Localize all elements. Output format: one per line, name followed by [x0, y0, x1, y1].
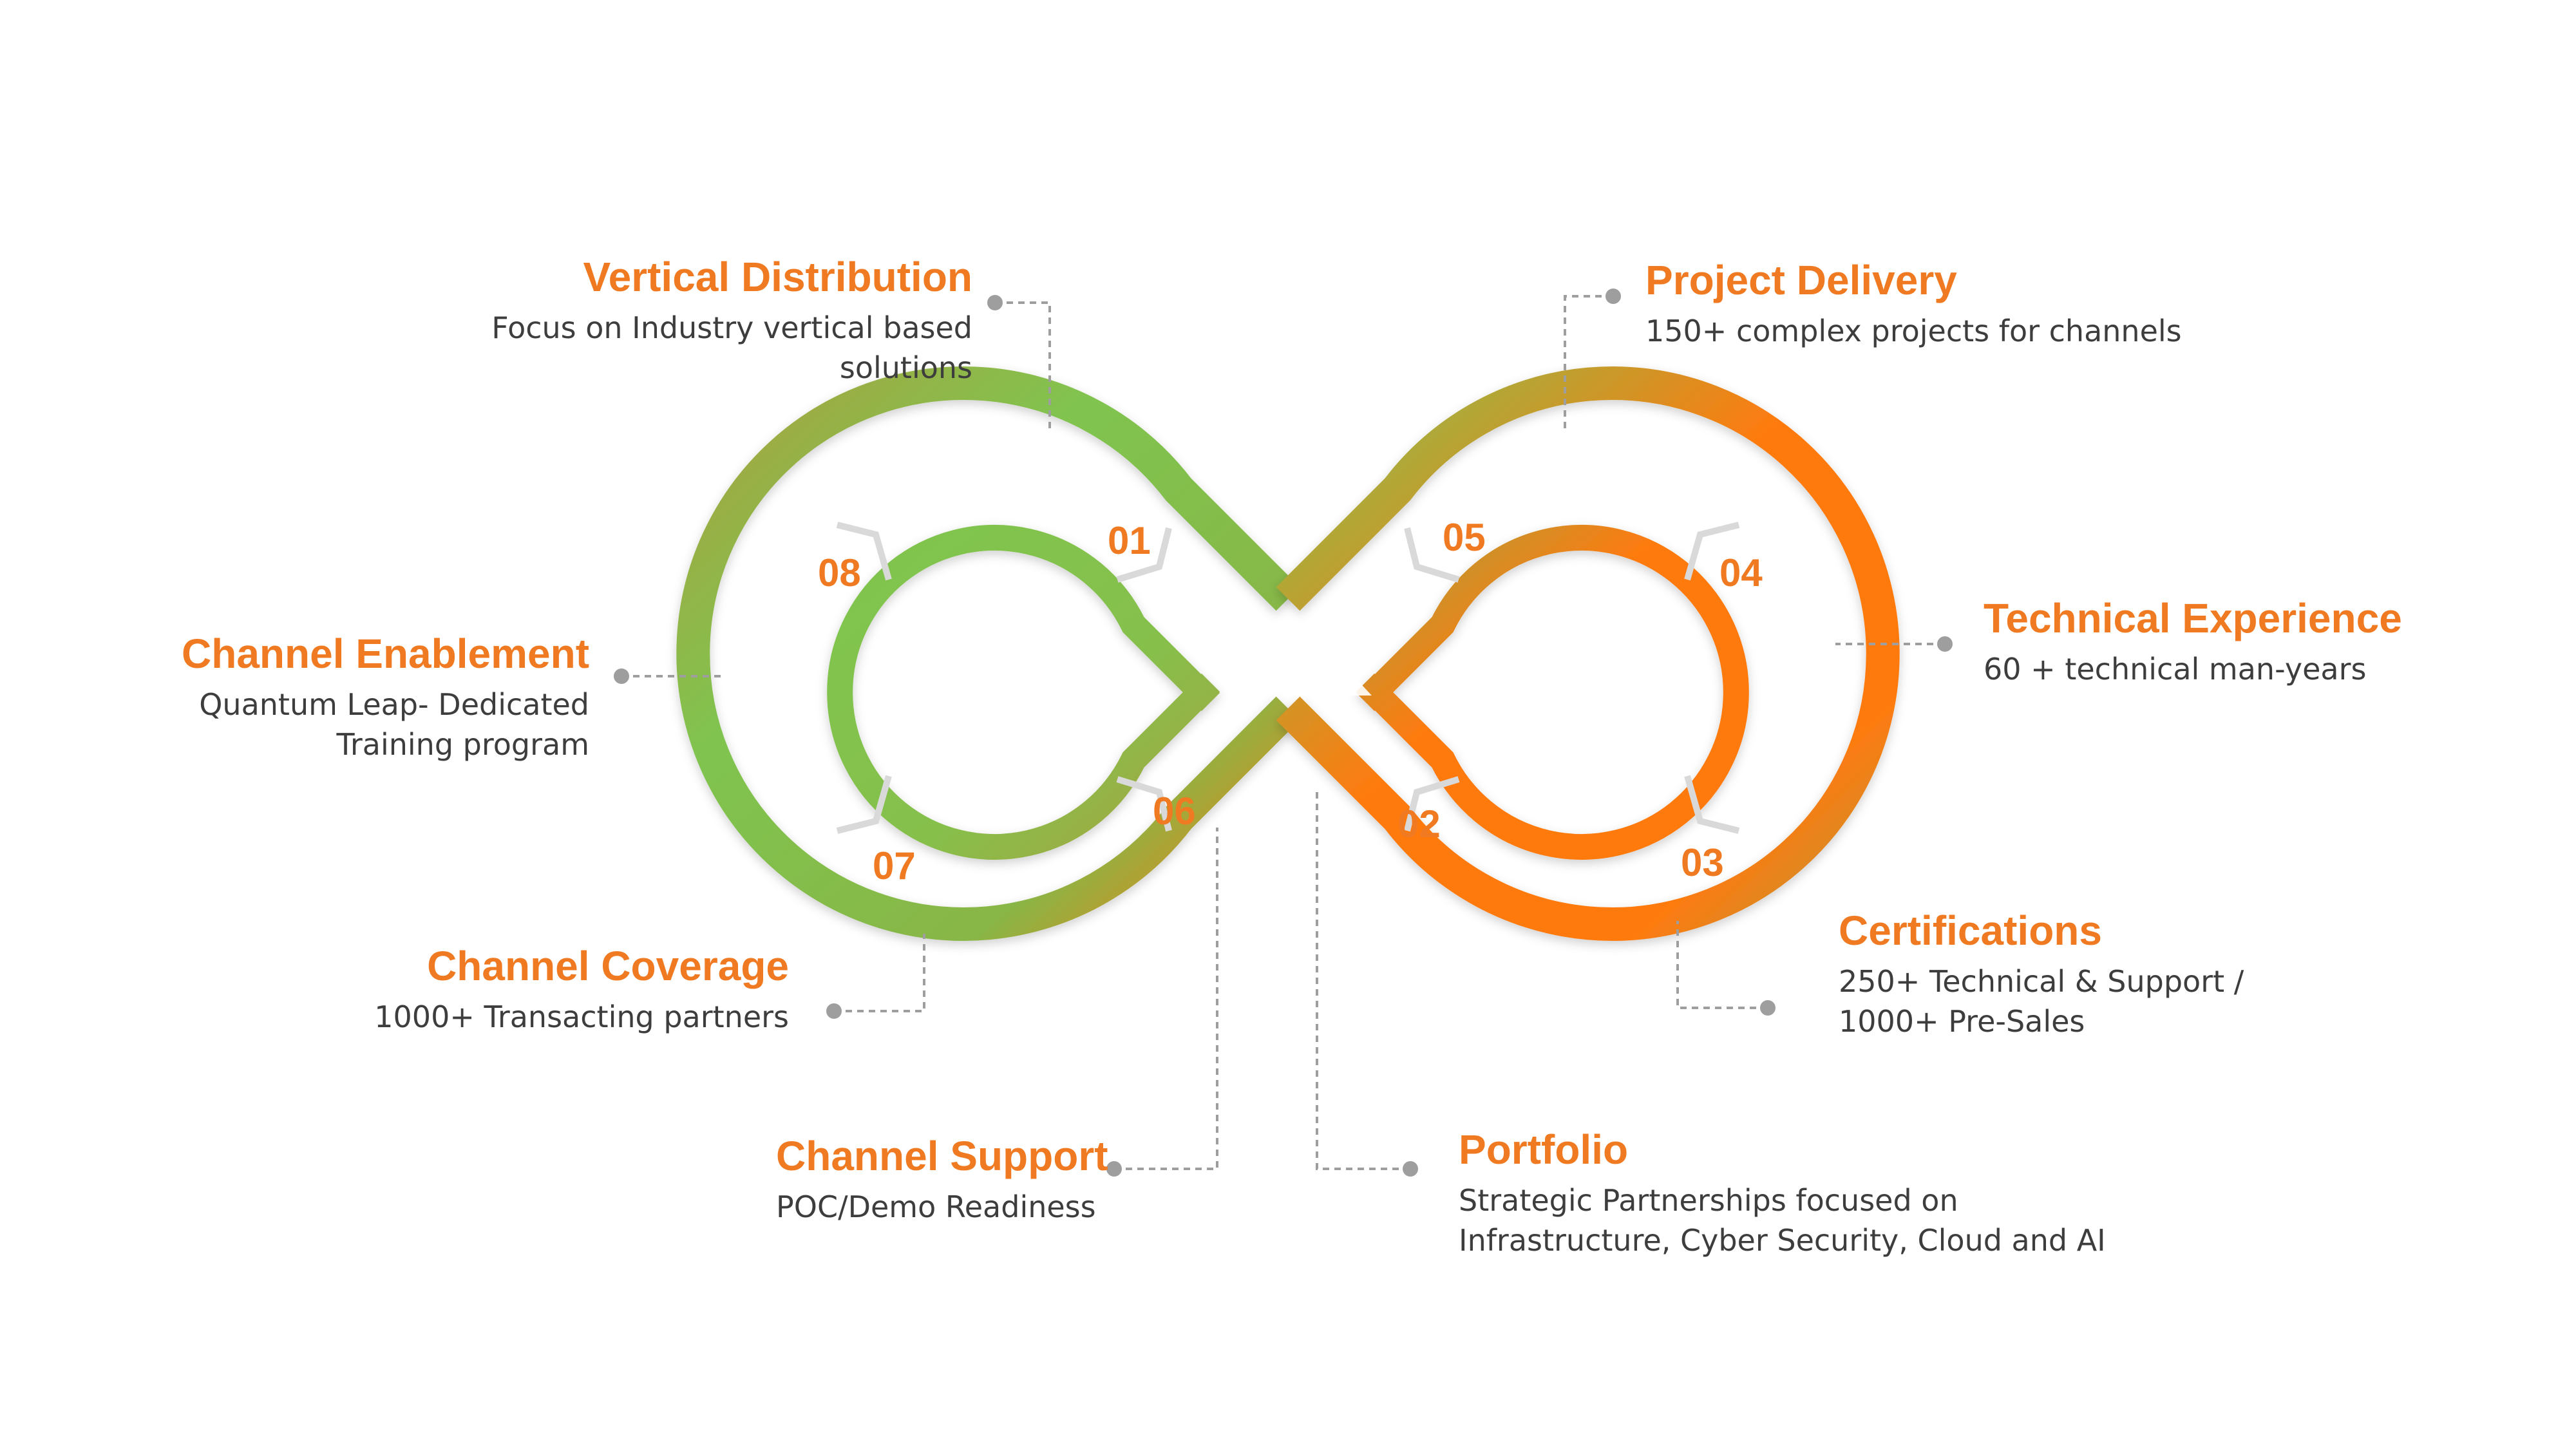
item-desc: Strategic Partnerships focused on Infras…	[1459, 1180, 2106, 1260]
connector-01	[995, 301, 1051, 431]
number-06: 06	[1153, 790, 1196, 833]
item-desc-line: Focus on Industry vertical based	[491, 310, 972, 345]
number-03: 03	[1681, 841, 1724, 884]
item-technical-experience: Technical Experience 60 + technical man-…	[1984, 592, 2402, 689]
connector-06	[1114, 828, 1218, 1170]
right-loop-inner	[1356, 525, 1749, 860]
number-01: 01	[1108, 519, 1151, 562]
item-desc-line: POC/Demo Readiness	[776, 1189, 1096, 1224]
item-desc-line: 1000+ Pre-Sales	[1839, 1004, 2085, 1039]
left-loop	[676, 366, 1300, 941]
item-title: Project Delivery	[1645, 257, 1957, 303]
item-title: Technical Experience	[1984, 595, 2402, 641]
right-loop-outer	[1276, 366, 1900, 941]
connectors	[621, 295, 1945, 1170]
item-channel-coverage: Channel Coverage 1000+ Transacting partn…	[374, 940, 789, 1037]
number-05: 05	[1443, 516, 1486, 559]
item-desc-line: 150+ complex projects for channels	[1645, 314, 2182, 348]
item-desc: 250+ Technical & Support / 1000+ Pre-Sal…	[1839, 961, 2244, 1041]
item-desc-line: 60 + technical man-years	[1984, 652, 2367, 687]
crossing-band	[1246, 650, 1372, 696]
item-vertical-distribution: Vertical Distribution Focus on Industry …	[491, 251, 972, 388]
item-desc-line: Strategic Partnerships focused on	[1459, 1183, 1958, 1218]
segment-notches	[836, 522, 1740, 834]
item-title: Channel Enablement	[182, 630, 589, 677]
connector-05	[1564, 295, 1613, 431]
connector-dots	[614, 289, 1953, 1177]
right-loop	[1276, 366, 1900, 941]
item-channel-enablement: Channel Enablement Quantum Leap- Dedicat…	[182, 628, 589, 764]
item-title: Portfolio	[1459, 1126, 1629, 1173]
item-desc: Quantum Leap- Dedicated Training program	[182, 685, 589, 764]
left-loop-inner	[827, 525, 1220, 860]
number-04: 04	[1719, 551, 1763, 594]
item-title: Certifications	[1839, 907, 2102, 954]
item-certifications: Certifications 250+ Technical & Support …	[1839, 905, 2244, 1041]
item-title: Channel Support	[776, 1133, 1108, 1179]
item-desc: Focus on Industry vertical based solutio…	[491, 308, 972, 388]
item-desc-line: 1000+ Transacting partners	[374, 999, 789, 1034]
connector-03	[1676, 921, 1768, 1009]
number-07: 07	[873, 844, 916, 887]
connector-02	[1316, 789, 1410, 1170]
item-desc: 150+ complex projects for channels	[1645, 311, 2182, 351]
item-desc-line: solutions	[839, 350, 972, 385]
item-project-delivery: Project Delivery 150+ complex projects f…	[1645, 254, 2182, 351]
item-desc-line: 250+ Technical & Support /	[1839, 964, 2244, 999]
left-loop-outer	[676, 366, 1300, 941]
number-02: 02	[1397, 802, 1441, 846]
item-title: Channel Coverage	[427, 943, 789, 989]
item-desc: 1000+ Transacting partners	[374, 997, 789, 1037]
item-channel-support: Channel Support POC/Demo Readiness	[776, 1130, 1108, 1227]
connector-07	[834, 934, 925, 1012]
number-08: 08	[818, 551, 861, 594]
item-title: Vertical Distribution	[583, 254, 972, 300]
item-portfolio: Portfolio Strategic Partnerships focused…	[1459, 1124, 2106, 1260]
item-desc: POC/Demo Readiness	[776, 1187, 1108, 1227]
item-desc-line: Quantum Leap- Dedicated	[199, 687, 589, 722]
item-desc-line: Training program	[336, 727, 589, 762]
segment-numbers: 01 02 03 04 05 06 07 08	[818, 516, 1763, 887]
item-desc-line: Infrastructure, Cyber Security, Cloud an…	[1459, 1223, 2106, 1258]
item-desc: 60 + technical man-years	[1984, 649, 2402, 689]
